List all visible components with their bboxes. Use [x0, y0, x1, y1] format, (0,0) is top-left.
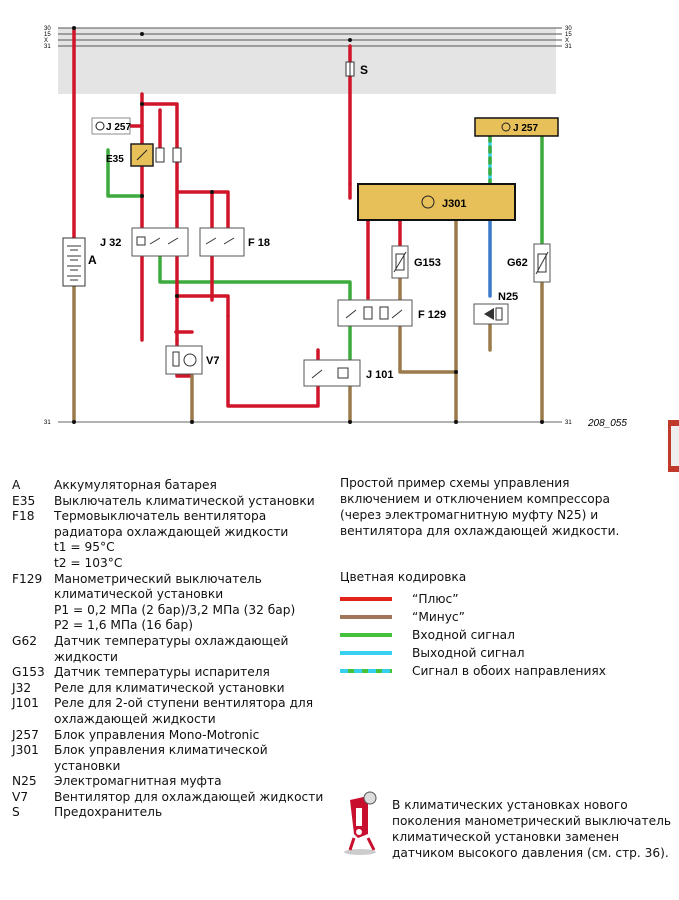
svg-text:E35: E35 [106, 154, 124, 165]
color-item-output: Выходной сигнал [340, 644, 606, 662]
color-coding-list: “Плюс” “Минус” Входной сигнал Выходной с… [340, 590, 606, 680]
svg-text:G62: G62 [507, 257, 528, 269]
relay-j32: J 32 [100, 227, 189, 257]
pressure-switch-f129: F 129 [337, 299, 446, 327]
bus-label-30-left: 30 [44, 26, 51, 32]
bus-label-15-left: 15 [44, 32, 51, 38]
battery-a: A [62, 237, 97, 287]
svg-text:A: A [88, 253, 97, 267]
svg-text:S: S [360, 63, 368, 77]
svg-text:J 32: J 32 [100, 237, 121, 249]
control-unit-j257-right: J 257 [474, 117, 559, 137]
fan-v7: V7 [165, 345, 219, 375]
fuse-s: S [345, 61, 368, 77]
ground-label-left: 31 [44, 420, 51, 426]
sensor-g62: G62 [507, 243, 551, 283]
side-tab [668, 420, 679, 472]
bus-label-30-right: 30 [565, 26, 572, 32]
color-swatch [340, 669, 392, 673]
warning-figure-icon [344, 791, 377, 855]
clutch-n25: N25 [473, 291, 518, 325]
legend-item: F129 Манометрический выключатель климати… [12, 571, 296, 633]
note-text: В климатических установках нового поколе… [392, 798, 672, 860]
bus-label-15-right: 15 [565, 32, 572, 38]
bus-area [58, 28, 556, 94]
control-unit-j301: J301 [357, 183, 516, 221]
svg-text:J 257: J 257 [106, 122, 131, 133]
svg-text:G153: G153 [414, 257, 441, 269]
svg-text:V7: V7 [206, 355, 219, 367]
color-coding-title: Цветная кодировка [340, 570, 467, 584]
color-swatch [340, 651, 392, 655]
figure-code: 208_055 [587, 418, 627, 429]
intro-text: Простой пример схемы управления включени… [340, 476, 620, 538]
color-item-input: Входной сигнал [340, 626, 606, 644]
bus-label-x-right: X [565, 38, 569, 44]
svg-text:J301: J301 [442, 198, 466, 210]
ground-label-right: 31 [565, 420, 572, 426]
bus-label-31-left: 31 [44, 44, 51, 50]
svg-text:J 257: J 257 [513, 123, 538, 134]
bus-label-31-right: 31 [565, 44, 572, 50]
svg-text:F 18: F 18 [248, 237, 270, 249]
color-item-plus: “Плюс” [340, 590, 606, 608]
color-item-minus: “Минус” [340, 608, 606, 626]
switch-e35: E35 [106, 143, 154, 167]
wiring-diagram: 30 15 X 31 30 15 X 31 31 31 208_055 [44, 26, 627, 429]
thermo-switch-f18: F 18 [199, 227, 270, 257]
j257-left-unit: J 257 [91, 117, 131, 135]
legend-item: F18 Термовыключатель вентилятора радиато… [12, 509, 289, 570]
color-swatch [340, 597, 392, 601]
color-item-both: Сигнал в обоих направлениях [340, 662, 606, 680]
svg-text:N25: N25 [498, 291, 518, 303]
svg-text:F 129: F 129 [418, 309, 446, 321]
bus-label-x-left: X [44, 38, 48, 44]
svg-text:J 101: J 101 [366, 369, 394, 381]
relay-j101: J 101 [303, 359, 394, 387]
sensor-g153: G153 [391, 245, 441, 279]
color-swatch [340, 633, 392, 637]
color-swatch [340, 615, 392, 619]
